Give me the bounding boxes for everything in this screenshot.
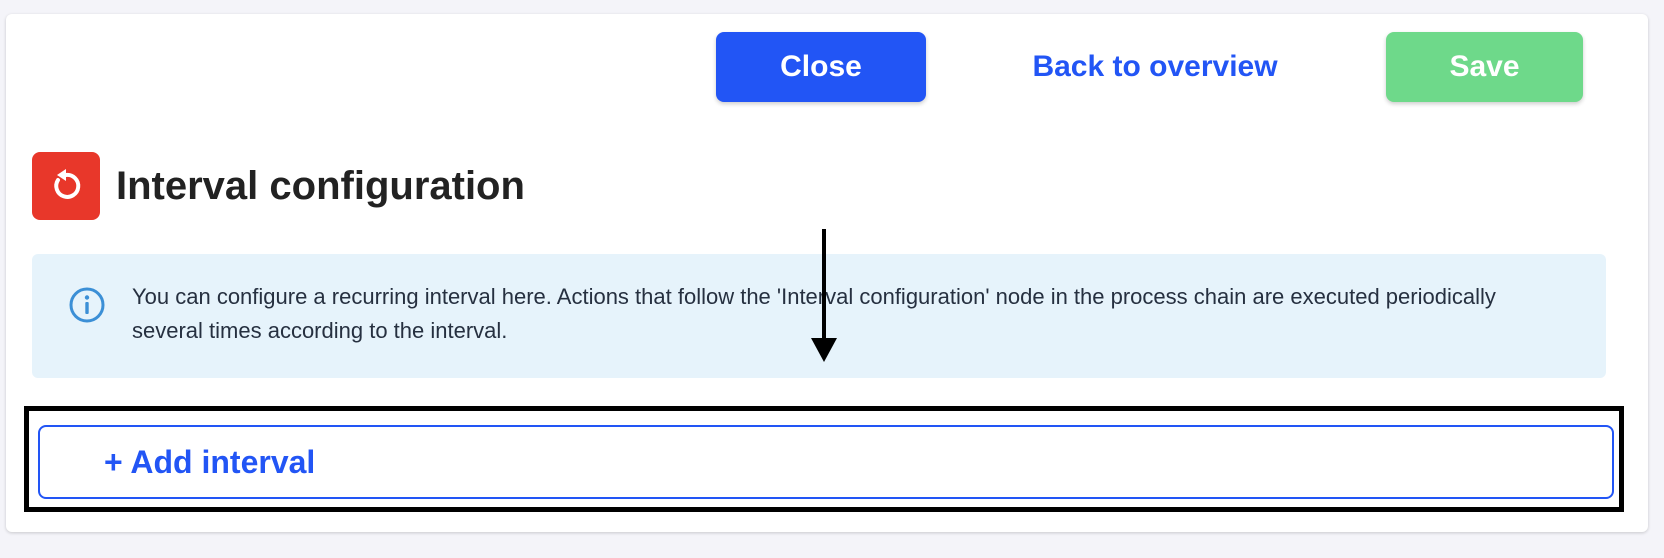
info-text: You can configure a recurring interval h…: [132, 284, 1496, 343]
page-title: Interval configuration: [116, 163, 525, 208]
back-to-overview-link[interactable]: Back to overview: [1032, 50, 1278, 83]
section-header: Interval configuration: [32, 152, 525, 220]
refresh-icon: [32, 152, 100, 220]
add-interval-button[interactable]: + Add interval: [38, 425, 1614, 499]
close-button[interactable]: Close: [716, 32, 926, 102]
info-alert: You can configure a recurring interval h…: [32, 254, 1606, 378]
info-icon: [69, 287, 105, 323]
save-button[interactable]: Save: [1386, 32, 1583, 102]
highlight-frame: [24, 406, 1624, 512]
